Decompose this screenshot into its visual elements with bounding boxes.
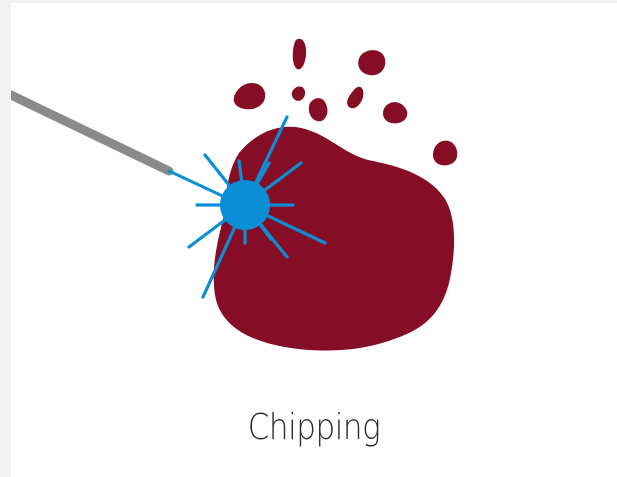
- laser-impact-core: [220, 180, 270, 230]
- caption-label: Chipping: [53, 407, 574, 448]
- stone-fragment-icon: [293, 39, 306, 70]
- stone-fragment-icon: [309, 98, 328, 121]
- laser-probe-icon: [11, 95, 169, 171]
- stone-fragment-icon: [433, 141, 457, 166]
- illustration-card: Chipping: [11, 3, 617, 477]
- stone-fragment-icon: [292, 87, 305, 101]
- chipping-illustration: [11, 3, 617, 477]
- stone-fragment-icon: [383, 102, 407, 123]
- stone-fragment-icon: [347, 87, 363, 109]
- stone-fragment-icon: [234, 83, 266, 109]
- kidney-stone-icon: [214, 127, 454, 351]
- stone-fragment-icon: [358, 50, 385, 75]
